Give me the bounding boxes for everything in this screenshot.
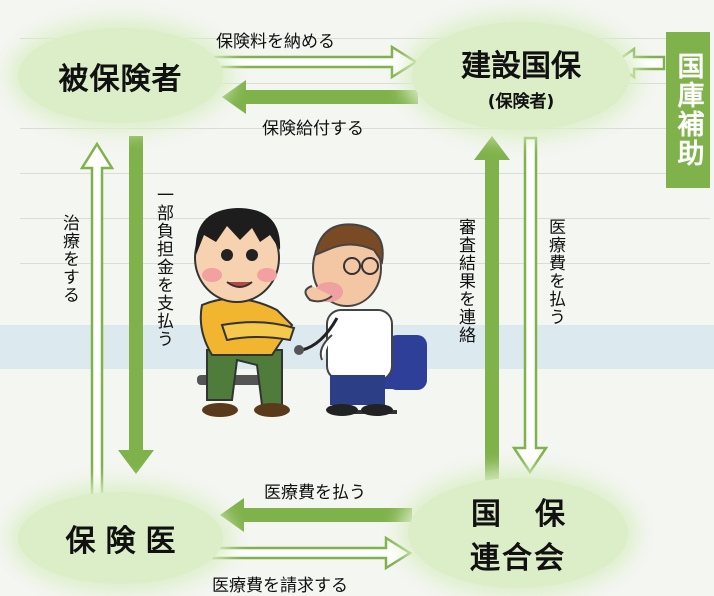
node-union-label-line1: 国保 [471, 497, 599, 532]
subsidy-box: 国庫補助 [666, 32, 710, 188]
node-insured-label: 被保険者 [58, 61, 183, 97]
node-doctor: 保険医 [18, 492, 223, 584]
node-insurer: 建設国保 (保険者) [412, 22, 630, 130]
doctor-patient-illustration [194, 208, 427, 417]
node-insurer-sublabel: (保険者) [487, 91, 555, 112]
label-pay-medical-fee: 医療費を払う [264, 483, 366, 503]
label-claim-medical-fee: 医療費を請求する [212, 576, 348, 596]
arrow-claim-medical-fee [210, 535, 413, 571]
label-pay-premium: 保険料を納める [216, 32, 335, 52]
patient-illustration [194, 208, 296, 417]
label-insurance-benefit: 保険給付する [262, 119, 364, 139]
node-insured: 被保険者 [18, 28, 223, 123]
node-doctor-label: 保険医 [65, 524, 186, 559]
arrow-pay-medical-fee [220, 498, 412, 532]
doctor-illustration [294, 223, 393, 416]
arrow-pay-premium [210, 44, 419, 80]
arrow-treatment [79, 141, 115, 498]
label-pay-medical-fee-vertical: 医療費を払う [545, 218, 565, 326]
arrow-review-results [474, 136, 510, 484]
node-insurer-label: 建設国保 [461, 48, 581, 84]
label-treatment: 治療をする [59, 214, 79, 304]
label-review-results: 審査結果を連絡 [455, 218, 475, 344]
node-union: 国保 連合会 [408, 478, 628, 588]
arrow-pay-medical-fee-vertical [511, 136, 549, 475]
arrow-insurance-benefit [222, 80, 418, 114]
label-copay: 一部負担金を支払う [153, 186, 173, 348]
arrow-copay [118, 136, 154, 474]
node-union-label-line2: 連合会 [470, 541, 566, 576]
